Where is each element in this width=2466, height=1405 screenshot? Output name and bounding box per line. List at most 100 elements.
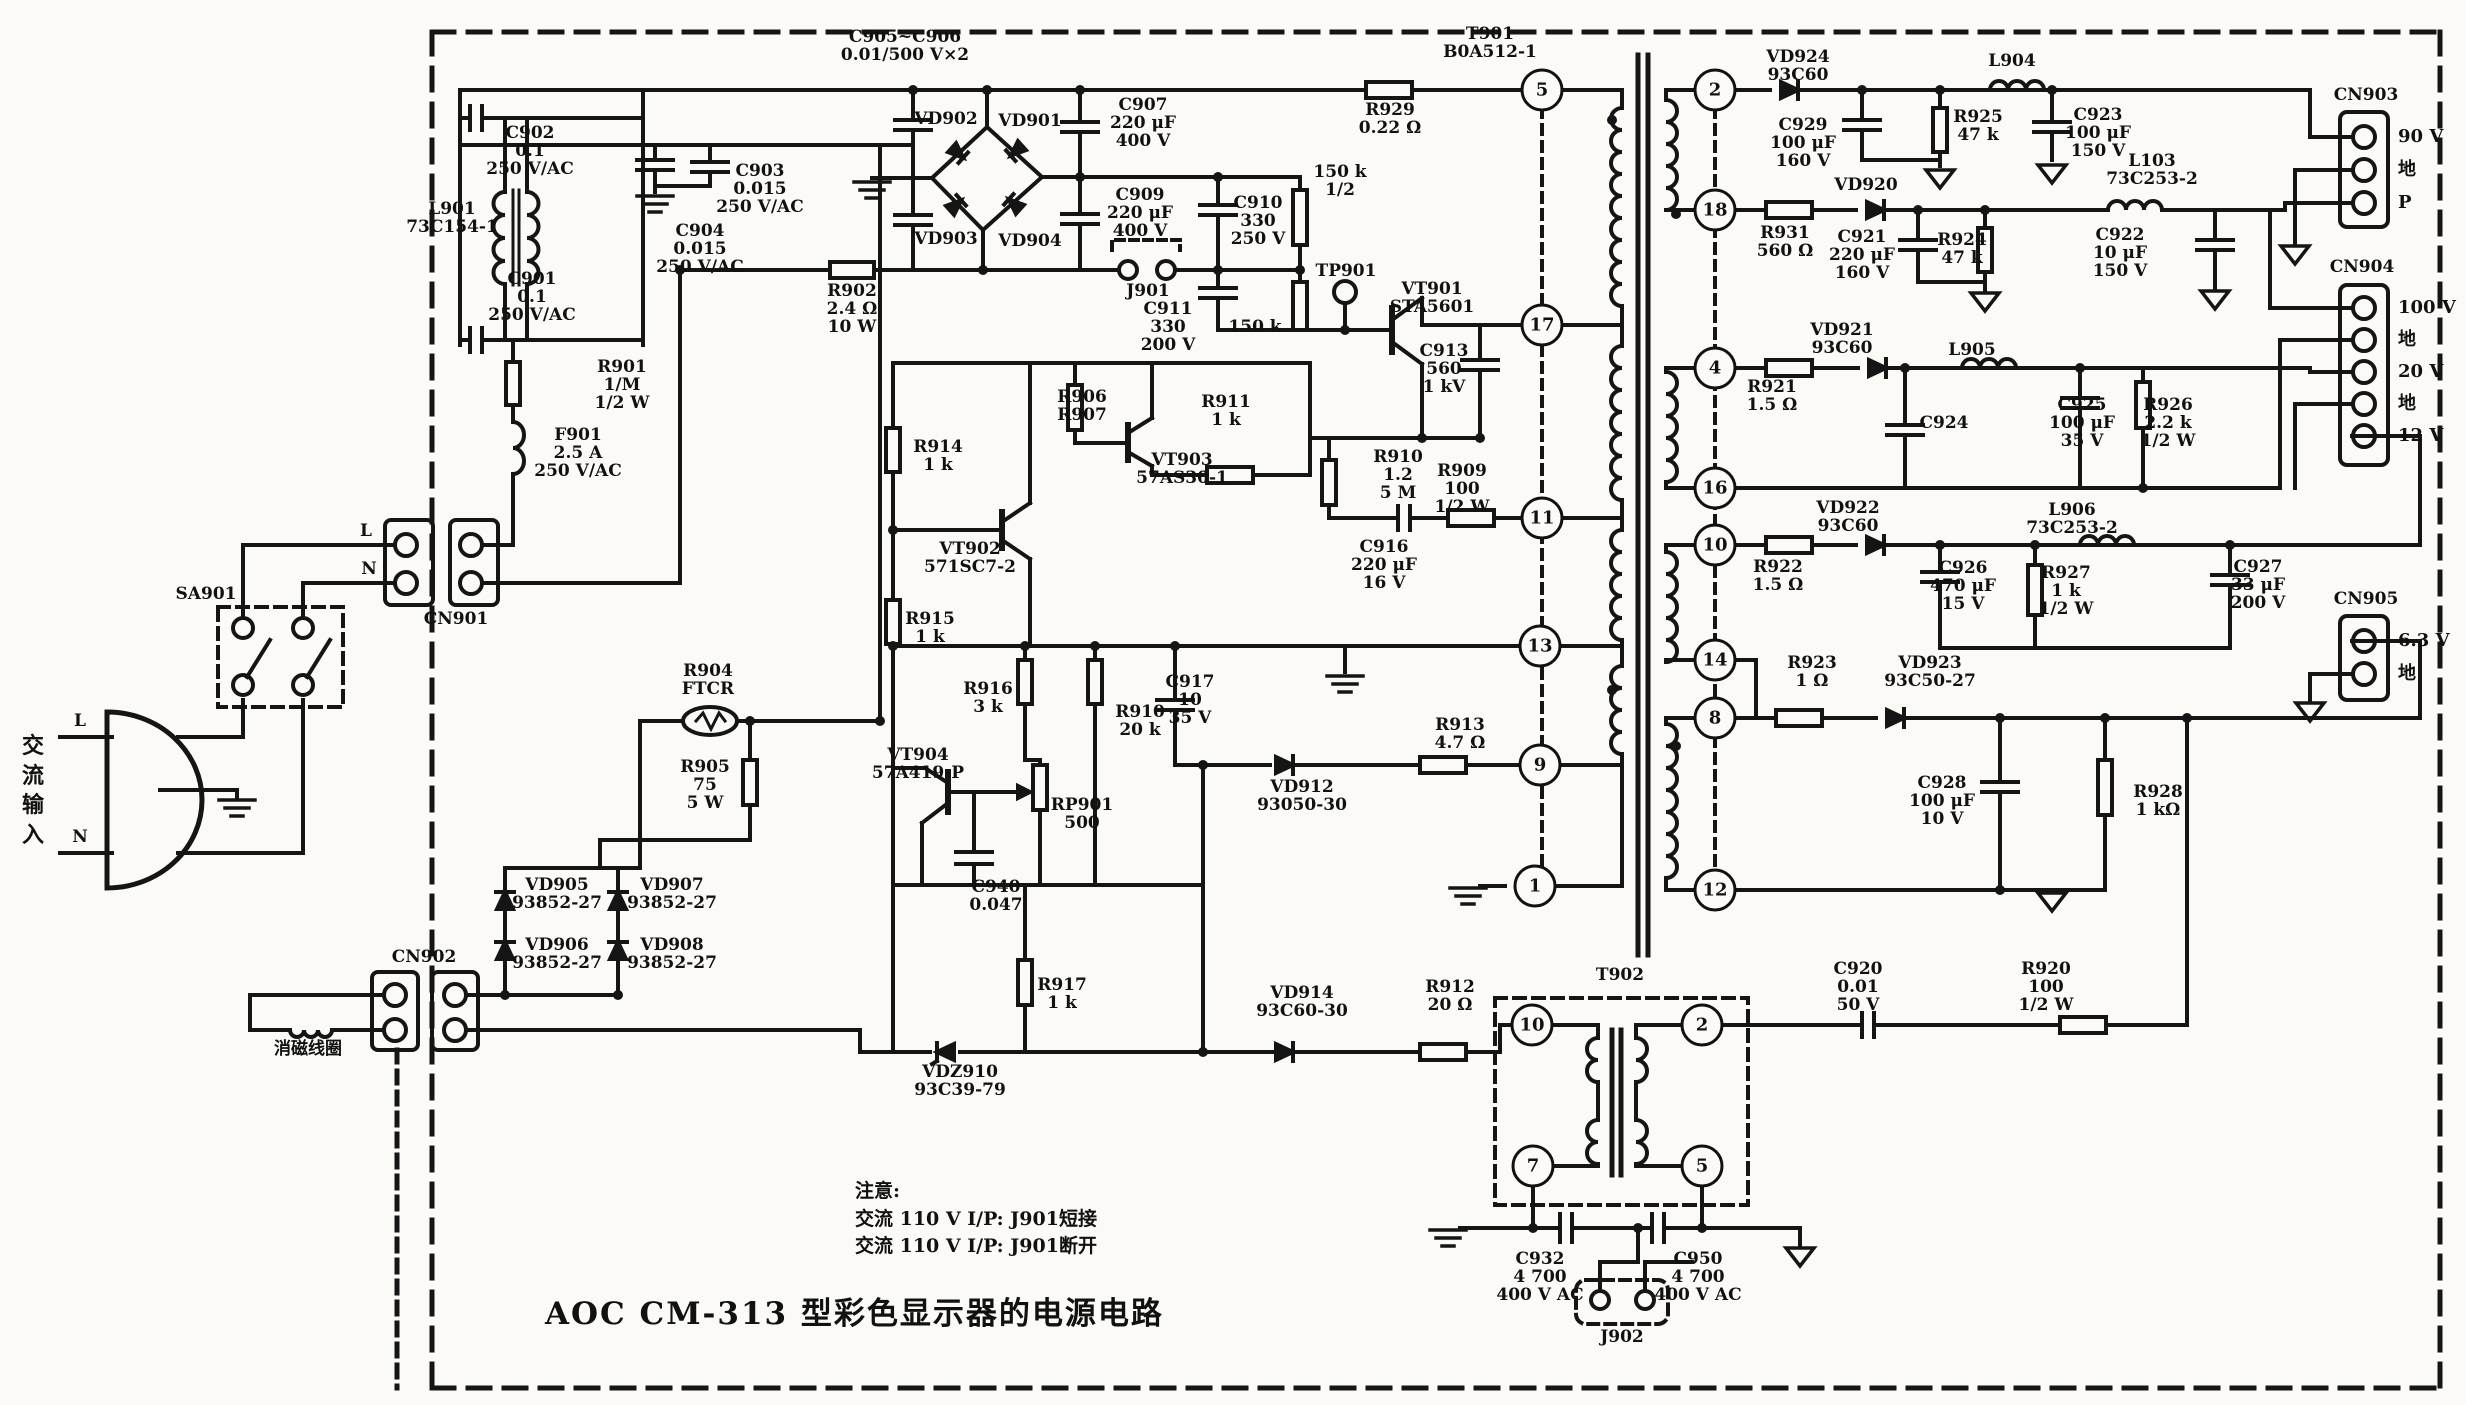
label-r923: R923 1 Ω [1787,653,1837,692]
t901-pin-17: 17 [1520,303,1564,347]
label-r916: R916 3 k [963,679,1013,718]
t902-pin-2: 2 [1680,1003,1724,1047]
label-cn902: CN902 [391,947,457,967]
cn904-pin-100v: 100 V [2398,297,2456,318]
output-connectors [2338,110,2390,702]
label-r910-5m: R910 1.2 5 M [1373,447,1423,504]
cn904-pin-gnd2: 地 [2398,393,2416,414]
connector-cn901 [383,268,682,607]
label-c913: C913 560 1 kV [1419,341,1469,398]
label-cn901: CN901 [423,609,489,629]
label-r929: R929 0.22 Ω [1358,100,1422,139]
label-vd922: VD922 93C60 [1816,498,1880,537]
label-r904: R904 FTCR [681,661,735,700]
cn903-pin-p: P [2398,192,2412,213]
transformer-t901 [1540,52,1717,958]
ground-symbols [217,163,2328,1269]
label-vd904: VD904 [998,231,1062,251]
label-f901: F901 2.5 A 250 V/AC [534,425,622,482]
label-r913: R913 4.7 Ω [1434,715,1486,754]
label-r903-150k: 150 k 1/2 [1313,162,1367,201]
label-r922: R922 1.5 Ω [1752,557,1804,596]
t901-pin-10: 10 [1693,523,1737,567]
label-r912: R912 20 Ω [1425,977,1475,1016]
t901-pin-2: 2 [1693,68,1737,112]
label-c927: C927 33 μF 200 V [2230,557,2286,614]
label-r924: R924 47 k [1937,230,1987,269]
label-vd907: VD907 93852-27 [627,875,717,914]
label-c929: C929 100 μF 160 V [1770,115,1836,172]
t901-pin-16: 16 [1693,466,1737,510]
t902-pin-7: 7 [1511,1144,1555,1188]
t902-pin-10: 10 [1510,1003,1554,1047]
power-switch-sa901 [216,543,396,709]
label-c909: C909 220 μF 400 V [1107,185,1173,242]
label-tp901: TP901 [1315,261,1377,281]
label-c910: C910 330 250 V [1230,193,1286,250]
label-r921: R921 1.5 Ω [1746,377,1798,416]
label-c920: C920 0.01 50 V [1833,959,1883,1016]
label-j902: J902 [1600,1327,1644,1347]
label-r927: R927 1 k 1/2 W [2038,563,2094,620]
label-vdz910: VDZ910 93C39-79 [914,1062,1006,1101]
label-cn905: CN905 [2333,589,2399,609]
label-t901: T901 B0A512-1 [1443,24,1537,63]
label-c950: C950 4 700 400 V AC [1654,1249,1742,1306]
schematic-note: 注意: 交流 110 V I/P: J901短接 交流 110 V I/P: J… [855,1180,1097,1258]
cn905-pin-gnd: 地 [2398,663,2416,684]
t901-pin-4: 4 [1693,346,1737,390]
label-vt902: VT902 571SC7-2 [923,539,1017,578]
t901-pin-12: 12 [1693,868,1737,912]
label-c940: C940 0.047 [969,877,1023,916]
label-l103: L103 73C253-2 [2106,151,2198,190]
t901-pin-14: 14 [1693,638,1737,682]
cn904-pin-gnd1: 地 [2398,329,2416,350]
label-vd914: VD914 93C60-30 [1256,983,1348,1022]
label-c907: C907 220 μF 400 V [1110,95,1176,152]
label-vd920: VD920 [1834,175,1898,195]
label-c924: C924 [1919,413,1969,433]
label-vd924: VD924 93C60 [1766,47,1830,86]
label-vd912: VD912 93050-30 [1257,777,1347,816]
label-r901: R901 1/M 1/2 W [594,357,650,414]
label-r920: R920 100 1/2 W [2018,959,2074,1016]
label-c904: C904 0.015 250 V/AC [656,221,744,278]
transformer-t902 [1458,996,2189,1326]
label-cn904: CN904 [2329,257,2395,277]
label-cn903: CN903 [2333,85,2399,105]
label-c901: C901 0.1 250 V/AC [488,269,576,326]
t901-pin-5: 5 [1520,68,1564,112]
label-c911: C911 330 200 V [1140,299,1196,356]
primary-dc-rail [678,80,1414,332]
label-c917: C917 10 35 V [1165,672,1215,729]
dashed-border [394,29,2443,1391]
schematic-title: AOC CM-313 型彩色显示器的电源电路 [545,1296,1164,1332]
label-vd903: VD903 [914,229,978,249]
label-vt904: VT904 57A419-P [871,745,965,784]
label-vd905: VD905 93852-27 [512,875,602,914]
label-c923: C923 100 μF 150 V [2065,105,2131,162]
label-c902: C902 0.1 250 V/AC [486,123,574,180]
feedback-lines [1173,753,1524,1064]
label-vd906: VD906 93852-27 [512,935,602,974]
label-c922: C922 10 μF 150 V [2092,225,2148,282]
label-c932: C932 4 700 400 V AC [1496,1249,1584,1306]
label-r908-150k: 150 k [1228,317,1282,337]
t901-pin-1: 1 [1513,864,1557,908]
label-t902: T902 [1595,965,1645,985]
cn905-pin-63v: 6.3 V [2398,630,2450,651]
label-c926: C926 470 μF 15 V [1930,558,1996,615]
vt901-switch [1308,279,1526,532]
label-c928: C928 100 μF 10 V [1909,773,1975,830]
label-c921: C921 220 μF 160 V [1829,227,1895,284]
t901-pin-11: 11 [1520,496,1564,540]
label-l906: L906 73C253-2 [2026,500,2118,539]
cn901-n: N [361,559,377,579]
label-vt901: VT901 STA5601 [1389,279,1475,318]
t902-pin-5: 5 [1680,1144,1724,1188]
plug-l: L [74,711,86,731]
label-r915: R915 1 k [905,609,955,648]
label-sa901: SA901 [175,584,237,604]
label-r905: R905 75 5 W [680,757,730,814]
